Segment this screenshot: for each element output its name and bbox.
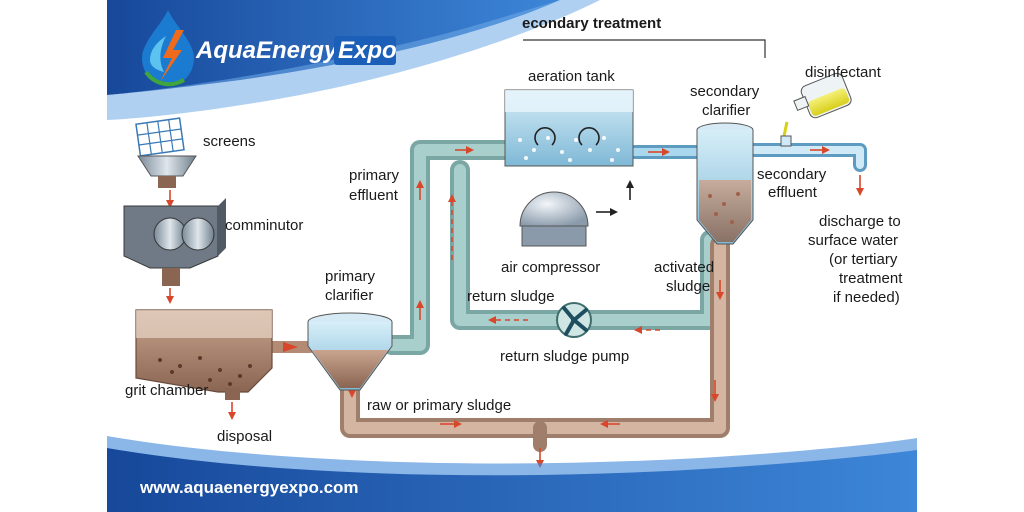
- label-activated-sludge-line2: sludge: [666, 278, 710, 295]
- label-comminutor: comminutor: [225, 217, 303, 234]
- label-primary-clarifier-line2: clarifier: [325, 287, 373, 304]
- aeration-tank-unit: [504, 89, 634, 167]
- section-heading: econdary treatment: [522, 15, 661, 32]
- website-url: www.aquaenergyexpo.com: [139, 478, 359, 497]
- label-discharge-line3: (or tertiary: [829, 251, 898, 268]
- label-aeration-tank: aeration tank: [528, 68, 615, 85]
- comminutor-unit: [123, 198, 226, 286]
- label-grit-chamber: grit chamber: [125, 382, 208, 399]
- label-return-sludge-pump: return sludge pump: [500, 348, 629, 365]
- label-raw-sludge: raw or primary sludge: [367, 397, 511, 414]
- air-compressor-unit: [519, 180, 634, 247]
- label-discharge-line5: if needed): [833, 289, 900, 306]
- label-air-compressor: air compressor: [501, 259, 600, 276]
- label-discharge-line4: treatment: [839, 270, 903, 287]
- brand-name-part1: AquaEnergy: [195, 37, 339, 64]
- label-secondary-clarifier-line2: clarifier: [702, 102, 750, 119]
- brand-expo-badge: [334, 36, 396, 65]
- pipe-network: [266, 140, 867, 452]
- label-secondary-effluent-line1: secondary: [757, 166, 827, 183]
- label-primary-effluent-line2: effluent: [349, 187, 399, 204]
- screens-unit: [135, 117, 197, 188]
- return-sludge-pump-icon: [556, 302, 592, 338]
- label-secondary-effluent-line2: effluent: [768, 184, 818, 201]
- primary-clarifier-unit: [307, 312, 393, 391]
- secondary-treatment-heading: econdary treatment: [522, 15, 766, 58]
- grit-chamber-unit: [135, 309, 273, 400]
- label-discharge-line2: surface water: [808, 232, 898, 249]
- label-primary-effluent-line1: primary: [349, 167, 400, 184]
- diagram-labels: screens comminutor grit chamber disposal…: [125, 64, 903, 445]
- label-return-sludge: return sludge: [467, 288, 555, 305]
- water-drop-icon: [142, 10, 194, 87]
- disinfectant-bottle-icon: [780, 72, 852, 147]
- label-secondary-clarifier-line1: secondary: [690, 83, 760, 100]
- secondary-clarifier-unit: [696, 122, 754, 245]
- bottom-banner: www.aquaenergyexpo.com: [107, 436, 917, 512]
- label-activated-sludge-line1: activated: [654, 259, 714, 276]
- brand-name-part2: Expo: [338, 37, 397, 64]
- label-discharge-line1: discharge to: [819, 213, 901, 230]
- label-disposal: disposal: [217, 428, 272, 445]
- label-primary-clarifier-line1: primary: [325, 268, 376, 285]
- label-screens: screens: [203, 133, 256, 150]
- brand-logo: AquaEnergy Expo: [142, 10, 397, 87]
- label-disinfectant: disinfectant: [805, 64, 882, 81]
